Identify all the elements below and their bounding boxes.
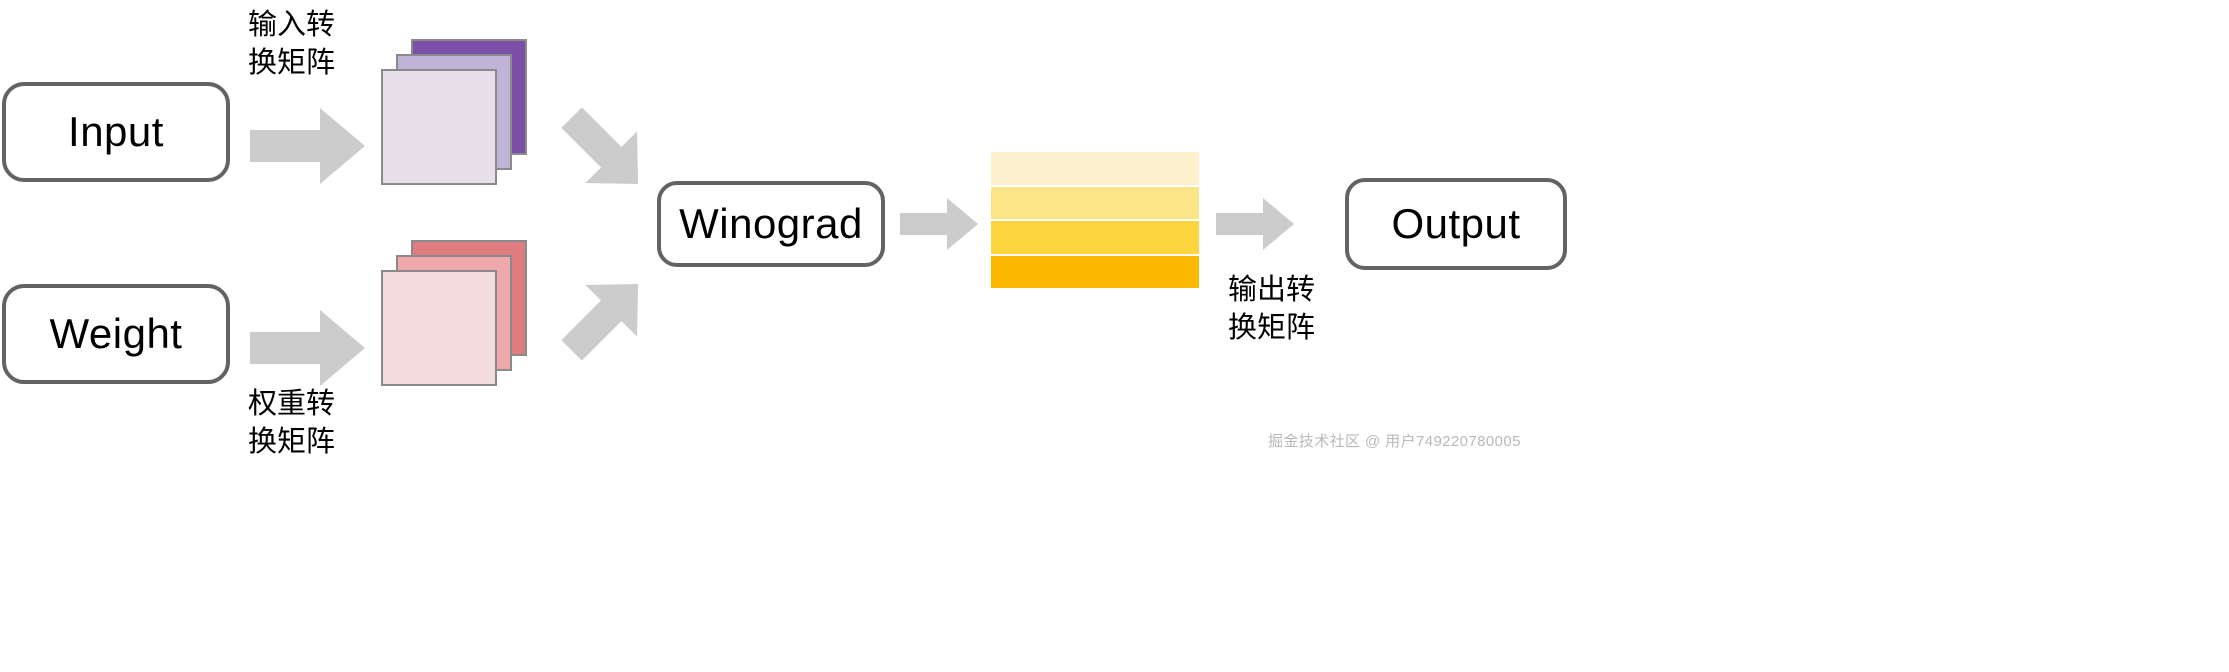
node-input-label: Input (68, 108, 164, 155)
arrow-right-icon-winograd-to-bands (900, 198, 978, 250)
watermark-text: 掘金技术社区 @ 用户749220780005 (1268, 433, 1521, 450)
label-output-transform-matrix: 输出转 换矩阵 (1228, 274, 1316, 345)
node-output[interactable]: Output (1345, 178, 1567, 270)
node-output-label: Output (1391, 200, 1521, 247)
label-input-transform-matrix: 输入转 换矩阵 (248, 9, 336, 80)
weight-kernel-stack (381, 240, 531, 390)
input-card-front (381, 69, 497, 185)
node-winograd[interactable]: Winograd (657, 181, 885, 267)
input-feature-map-stack (381, 39, 531, 189)
arrow-right-icon-bands-to-output (1216, 198, 1294, 250)
label-weight-transform-matrix: 权重转 换矩阵 (248, 388, 336, 459)
node-winograd-label: Winograd (679, 200, 863, 247)
weight-card-front (381, 270, 497, 386)
node-weight[interactable]: Weight (2, 284, 230, 384)
arrow-right-icon-input-to-tensor (250, 108, 365, 184)
node-weight-label: Weight (49, 310, 183, 357)
output-band-4 (991, 255, 1199, 288)
output-band-2 (991, 186, 1199, 221)
output-band-3 (991, 221, 1199, 256)
arrow-right-icon-weight-to-tensor (250, 310, 365, 386)
arrow-up-right-icon-weight-to-winograd (552, 265, 657, 370)
node-input[interactable]: Input (2, 82, 230, 182)
output-band-1 (991, 152, 1199, 187)
output-feature-bands (991, 152, 1199, 288)
arrow-down-right-icon-input-to-winograd (552, 98, 657, 203)
